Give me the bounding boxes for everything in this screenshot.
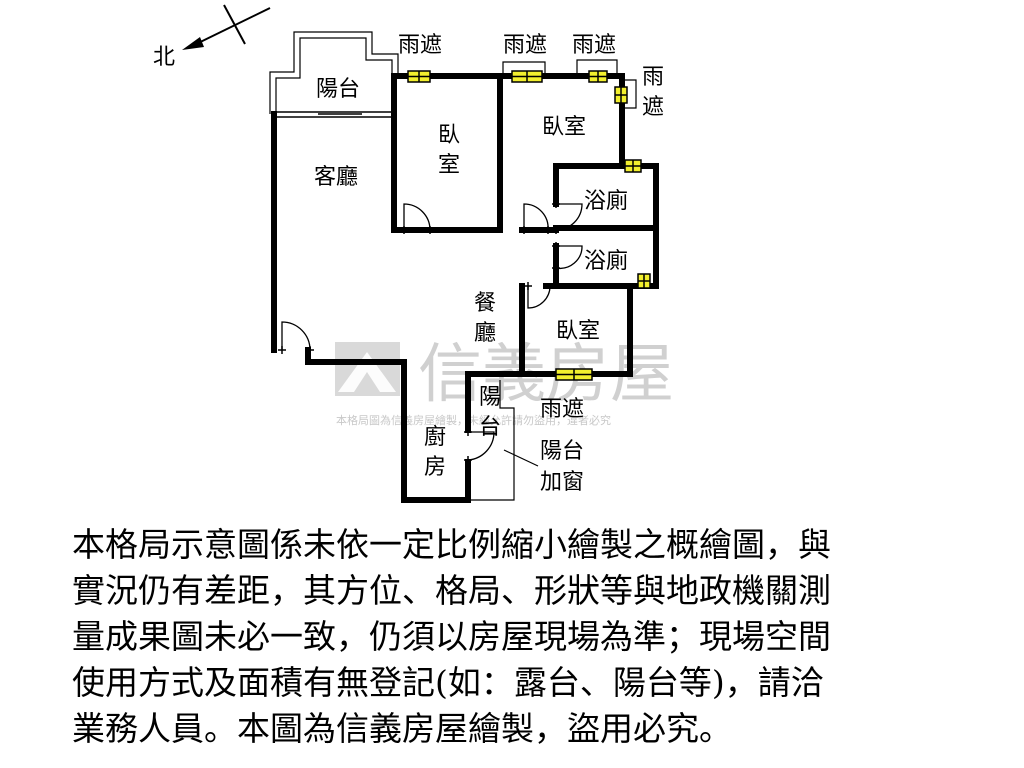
label-bedroom2: 臥室 (542, 115, 586, 140)
label-awning-4-line1: 雨 (642, 65, 664, 90)
label-kitchen-line2: 房 (424, 455, 446, 480)
awning-2-outline (502, 61, 546, 76)
door-entrance (281, 321, 311, 351)
label-balcony-small-line2: 台 (479, 415, 501, 440)
doors (278, 200, 583, 464)
label-balcony-top: 陽台 (316, 77, 360, 102)
balcony-top-inner-outline (275, 37, 393, 114)
north-arrow-icon (182, 37, 204, 50)
window-7 (555, 368, 593, 381)
balcony-window-pointer (503, 449, 539, 467)
disclaimer-line: 使用方式及面積有無登記(如：露台、陽台等)，請洽 (72, 663, 824, 702)
label-bedroom3: 臥室 (556, 319, 600, 344)
awning-4-outline (622, 79, 637, 109)
disclaimer-line: 本格局示意圖係未依一定比例縮小繪製之概繪圖，與 (72, 525, 831, 564)
disclaimer-line: 實況仍有差距，其方位、格局、形狀等與地政機關測 (72, 571, 831, 610)
window-6 (637, 273, 651, 289)
window-3 (588, 70, 608, 83)
balcony-window-outline (468, 380, 515, 501)
compass: 北 (153, 4, 271, 70)
north-label: 北 (153, 45, 175, 70)
label-dining-line2: 廳 (474, 321, 496, 346)
disclaimer-line: 業務人員。本圖為信義房屋繪製，盜用必究。 (72, 709, 732, 748)
room-labels: 陽台 客廳 臥 室 臥室 浴廁 浴廁 餐 廳 臥室 陽 台 廚 房 陽台 加窗 (314, 77, 628, 495)
label-dining-line1: 餐 (474, 291, 496, 316)
window-2 (511, 70, 543, 83)
door-bedroom2 (523, 203, 549, 231)
label-bathroom2: 浴廁 (584, 249, 628, 274)
thin-outlines (269, 31, 637, 501)
window-5 (624, 159, 642, 173)
label-balcony-small-line1: 陽 (479, 385, 501, 410)
label-balcony-window-line2: 加窗 (540, 470, 584, 495)
door-bedroom1 (403, 203, 431, 231)
watermark-logo-roof (338, 352, 396, 392)
door-bedroom3 (527, 285, 551, 309)
door-hinge-marks (278, 200, 560, 464)
label-awning-5: 雨遮 (540, 397, 584, 422)
label-balcony-window-line1: 陽台 (540, 439, 584, 464)
watermark: 信義房屋 本格局圖為信義房屋繪製，未經允許請勿盜用，違者必究 (335, 338, 674, 427)
awning-3-outline (576, 59, 618, 76)
balcony-top-outline (269, 31, 399, 114)
walls (271, 73, 659, 503)
door-balcony-small (467, 431, 495, 461)
label-awning-2: 雨遮 (503, 33, 547, 58)
floor-plan: 北 信義房屋 本格局圖為信義房屋繪製，未經允許請勿盜用，違者必究 (153, 4, 674, 503)
window-1 (407, 70, 431, 83)
label-bedroom1-line2: 室 (438, 153, 460, 178)
label-awning-3: 雨遮 (572, 33, 616, 58)
door-bath1 (555, 203, 583, 231)
label-kitchen-line1: 廚 (424, 425, 446, 450)
sliding-door (274, 111, 394, 118)
label-awning-1: 雨遮 (398, 33, 442, 58)
disclaimer-line: 量成果圖未必一致，仍須以房屋現場為準；現場空間 (72, 617, 831, 656)
label-awning-4-line2: 遮 (642, 95, 664, 120)
label-bedroom1-line1: 臥 (438, 123, 460, 148)
label-bathroom1: 浴廁 (584, 189, 628, 214)
label-living-room: 客廳 (314, 165, 358, 190)
disclaimer-text: 本格局示意圖係未依一定比例縮小繪製之概繪圖，與 實況仍有差距，其方位、格局、形狀… (72, 522, 972, 752)
windows (407, 70, 651, 381)
window-4 (614, 86, 628, 104)
awning-labels: 雨遮 雨遮 雨遮 雨 遮 雨遮 (398, 33, 664, 422)
door-bath2 (555, 245, 583, 270)
compass-cross-line (223, 4, 246, 45)
